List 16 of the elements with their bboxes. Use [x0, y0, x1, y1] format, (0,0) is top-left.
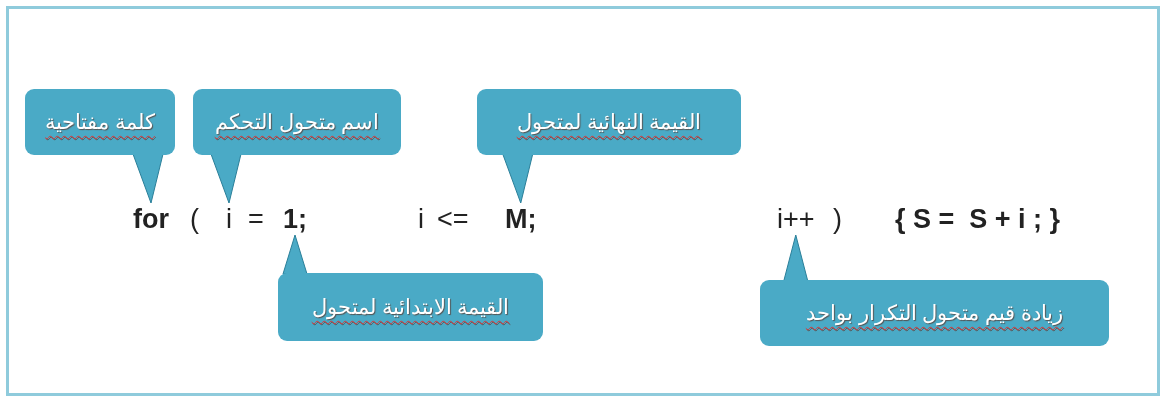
code-text: ( [190, 203, 199, 235]
callout-pointer [783, 234, 809, 282]
code-token: 1; [283, 203, 307, 235]
code-token: for [133, 203, 169, 235]
code-text: ) [833, 203, 842, 235]
callout-pointer [282, 234, 308, 275]
code-token: i [226, 203, 232, 235]
code-text: <= [437, 203, 469, 235]
code-token: i++ [777, 203, 815, 235]
callout-pointer [502, 153, 534, 204]
code-text: { S = S + i ; } [895, 203, 1061, 235]
callout-pointer [132, 153, 164, 204]
code-text: i [418, 203, 424, 235]
code-text: = [248, 203, 264, 235]
callout-pointer [210, 153, 242, 204]
code-token: M; [505, 203, 537, 235]
